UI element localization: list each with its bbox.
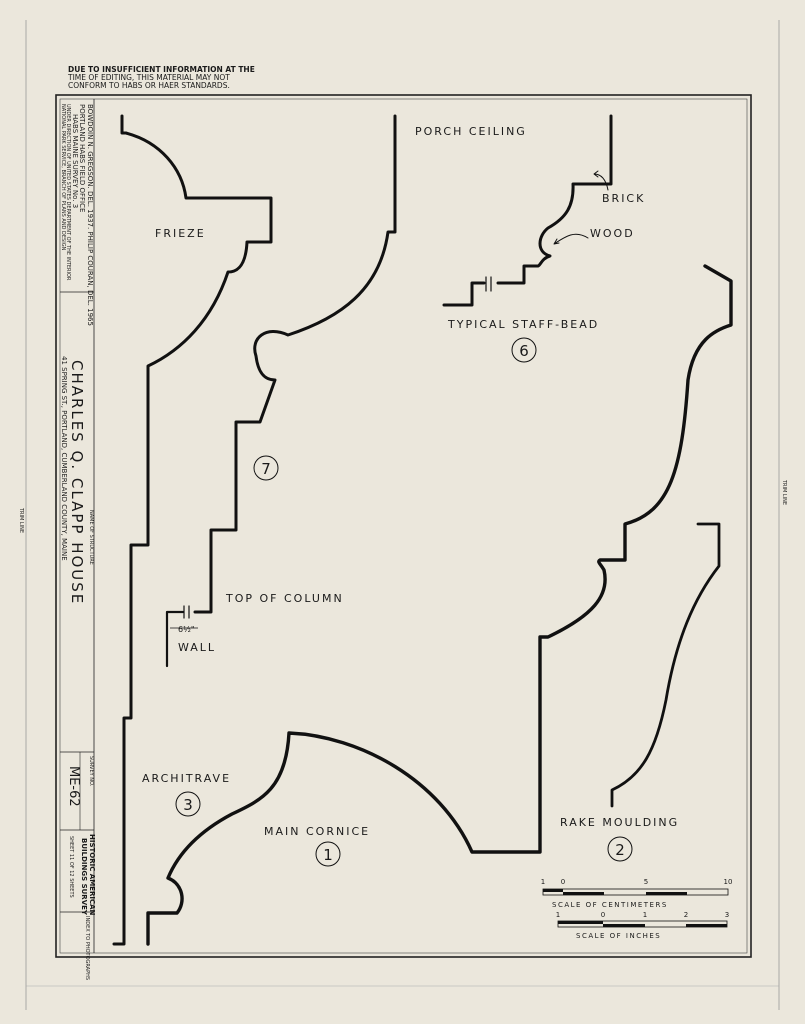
survey-no: ME-62 bbox=[66, 766, 81, 807]
staff-bead-break-mark bbox=[485, 276, 492, 292]
label-wall-dim: 6½" bbox=[178, 625, 195, 634]
label-typical-staff-bead: TYPICAL STAFF-BEAD bbox=[447, 318, 599, 331]
label-wall: WALL bbox=[178, 641, 216, 654]
cm-tick-label-0: 1 bbox=[541, 878, 545, 886]
program-line-2: BUILDINGS SURVEY bbox=[80, 838, 88, 916]
in-tick-label-0: 1 bbox=[556, 911, 560, 919]
label-wood: WOOD bbox=[590, 227, 635, 240]
title-block: BOWDOIN N. GREGSON. DEL. 1937. PHILIP CO… bbox=[60, 99, 96, 980]
building-name: CHARLES Q. CLAPP HOUSE bbox=[68, 360, 86, 605]
notice-line-2: TIME OF EDITING, THIS MATERIAL MAY NOT bbox=[67, 73, 230, 82]
svg-text:3: 3 bbox=[183, 796, 193, 814]
wall-break-mark bbox=[183, 605, 190, 619]
brick-leader-arrow bbox=[593, 170, 609, 191]
sheet-number: SHEET 11 OF 12 SHEETS bbox=[68, 836, 74, 898]
title-office: PORTLAND HABS FIELD OFFICE bbox=[78, 104, 86, 212]
wall-stub bbox=[165, 610, 185, 668]
callout-6: 6 bbox=[511, 337, 537, 363]
callout-1: 1 bbox=[315, 841, 341, 867]
notice-line-3: CONFORM TO HABS OR HAER STANDARDS. bbox=[68, 81, 230, 90]
wood-leader-arrow bbox=[553, 233, 589, 245]
in-tick-label-2: 1 bbox=[643, 911, 647, 919]
program-line-1: HISTORIC AMERICAN bbox=[88, 834, 96, 916]
callout-2: 2 bbox=[607, 836, 633, 862]
label-brick: BRICK bbox=[602, 192, 645, 205]
staff-bead-profile bbox=[442, 114, 613, 307]
main-cornice-profile bbox=[146, 264, 733, 946]
callout-7: 7 bbox=[253, 455, 279, 481]
title-agency-2: NATIONAL PARK SERVICE, BRANCH OF PLANS A… bbox=[60, 104, 66, 251]
title-delineators: BOWDOIN N. GREGSON. DEL. 1937. PHILIP CO… bbox=[86, 104, 94, 326]
porch-cornice-profile bbox=[112, 114, 273, 946]
label-rake-moulding: RAKE MOULDING bbox=[560, 816, 679, 829]
notice-line-1: DUE TO INSUFFICIENT INFORMATION AT THE bbox=[68, 65, 255, 74]
cm-tick-label-3: 10 bbox=[724, 878, 733, 886]
drawing-border-inner bbox=[59, 98, 748, 954]
building-address: 41 SPRING ST., PORTLAND, CUMBERLAND COUN… bbox=[60, 356, 68, 561]
right-trim-label: TRIM LINE bbox=[781, 479, 787, 505]
in-tick-label-1: 0 bbox=[601, 911, 605, 919]
in-scale-label: SCALE OF INCHES bbox=[576, 932, 661, 940]
svg-text:1: 1 bbox=[323, 846, 333, 864]
label-frieze: FRIEZE bbox=[155, 227, 206, 240]
inch-scale: 1 0 1 2 3 SCALE OF INCHES bbox=[556, 911, 729, 940]
rake-moulding-profile bbox=[610, 522, 721, 808]
svg-text:7: 7 bbox=[261, 460, 271, 478]
name-of-structure-label: NAME OF STRUCTURE bbox=[88, 510, 94, 565]
in-tick-label-3: 2 bbox=[684, 911, 688, 919]
cm-scale-label: SCALE OF CENTIMETERS bbox=[552, 901, 668, 909]
callout-3: 3 bbox=[175, 791, 201, 817]
svg-text:6: 6 bbox=[519, 342, 529, 360]
cm-tick-label-1: 0 bbox=[561, 878, 565, 886]
drawing-border-outer bbox=[55, 94, 752, 958]
survey-no-label: SURVEY NO. bbox=[88, 756, 94, 787]
photo-index: INDEX TO PHOTOGRAPHS bbox=[84, 916, 90, 980]
label-architrave: ARCHITRAVE bbox=[142, 772, 231, 785]
title-survey: HABS MAINE SURVEY No. 3 bbox=[71, 114, 79, 208]
title-agency-1: UNDER DIRECTION OF UNITED STATES DEPARTM… bbox=[65, 104, 71, 281]
centimeter-scale: 1 0 5 10 SCALE OF CENTIMETERS bbox=[541, 878, 733, 909]
label-main-cornice: MAIN CORNICE bbox=[264, 825, 370, 838]
in-tick-label-4: 3 bbox=[725, 911, 729, 919]
left-trim-label: TRIM LINE bbox=[18, 507, 24, 533]
svg-text:2: 2 bbox=[615, 841, 625, 859]
cm-tick-label-2: 5 bbox=[644, 878, 648, 886]
porch-cornice-inner-profile bbox=[193, 114, 397, 614]
label-porch-ceiling: PORCH CEILING bbox=[415, 125, 527, 138]
label-top-of-column: TOP OF COLUMN bbox=[225, 592, 344, 605]
